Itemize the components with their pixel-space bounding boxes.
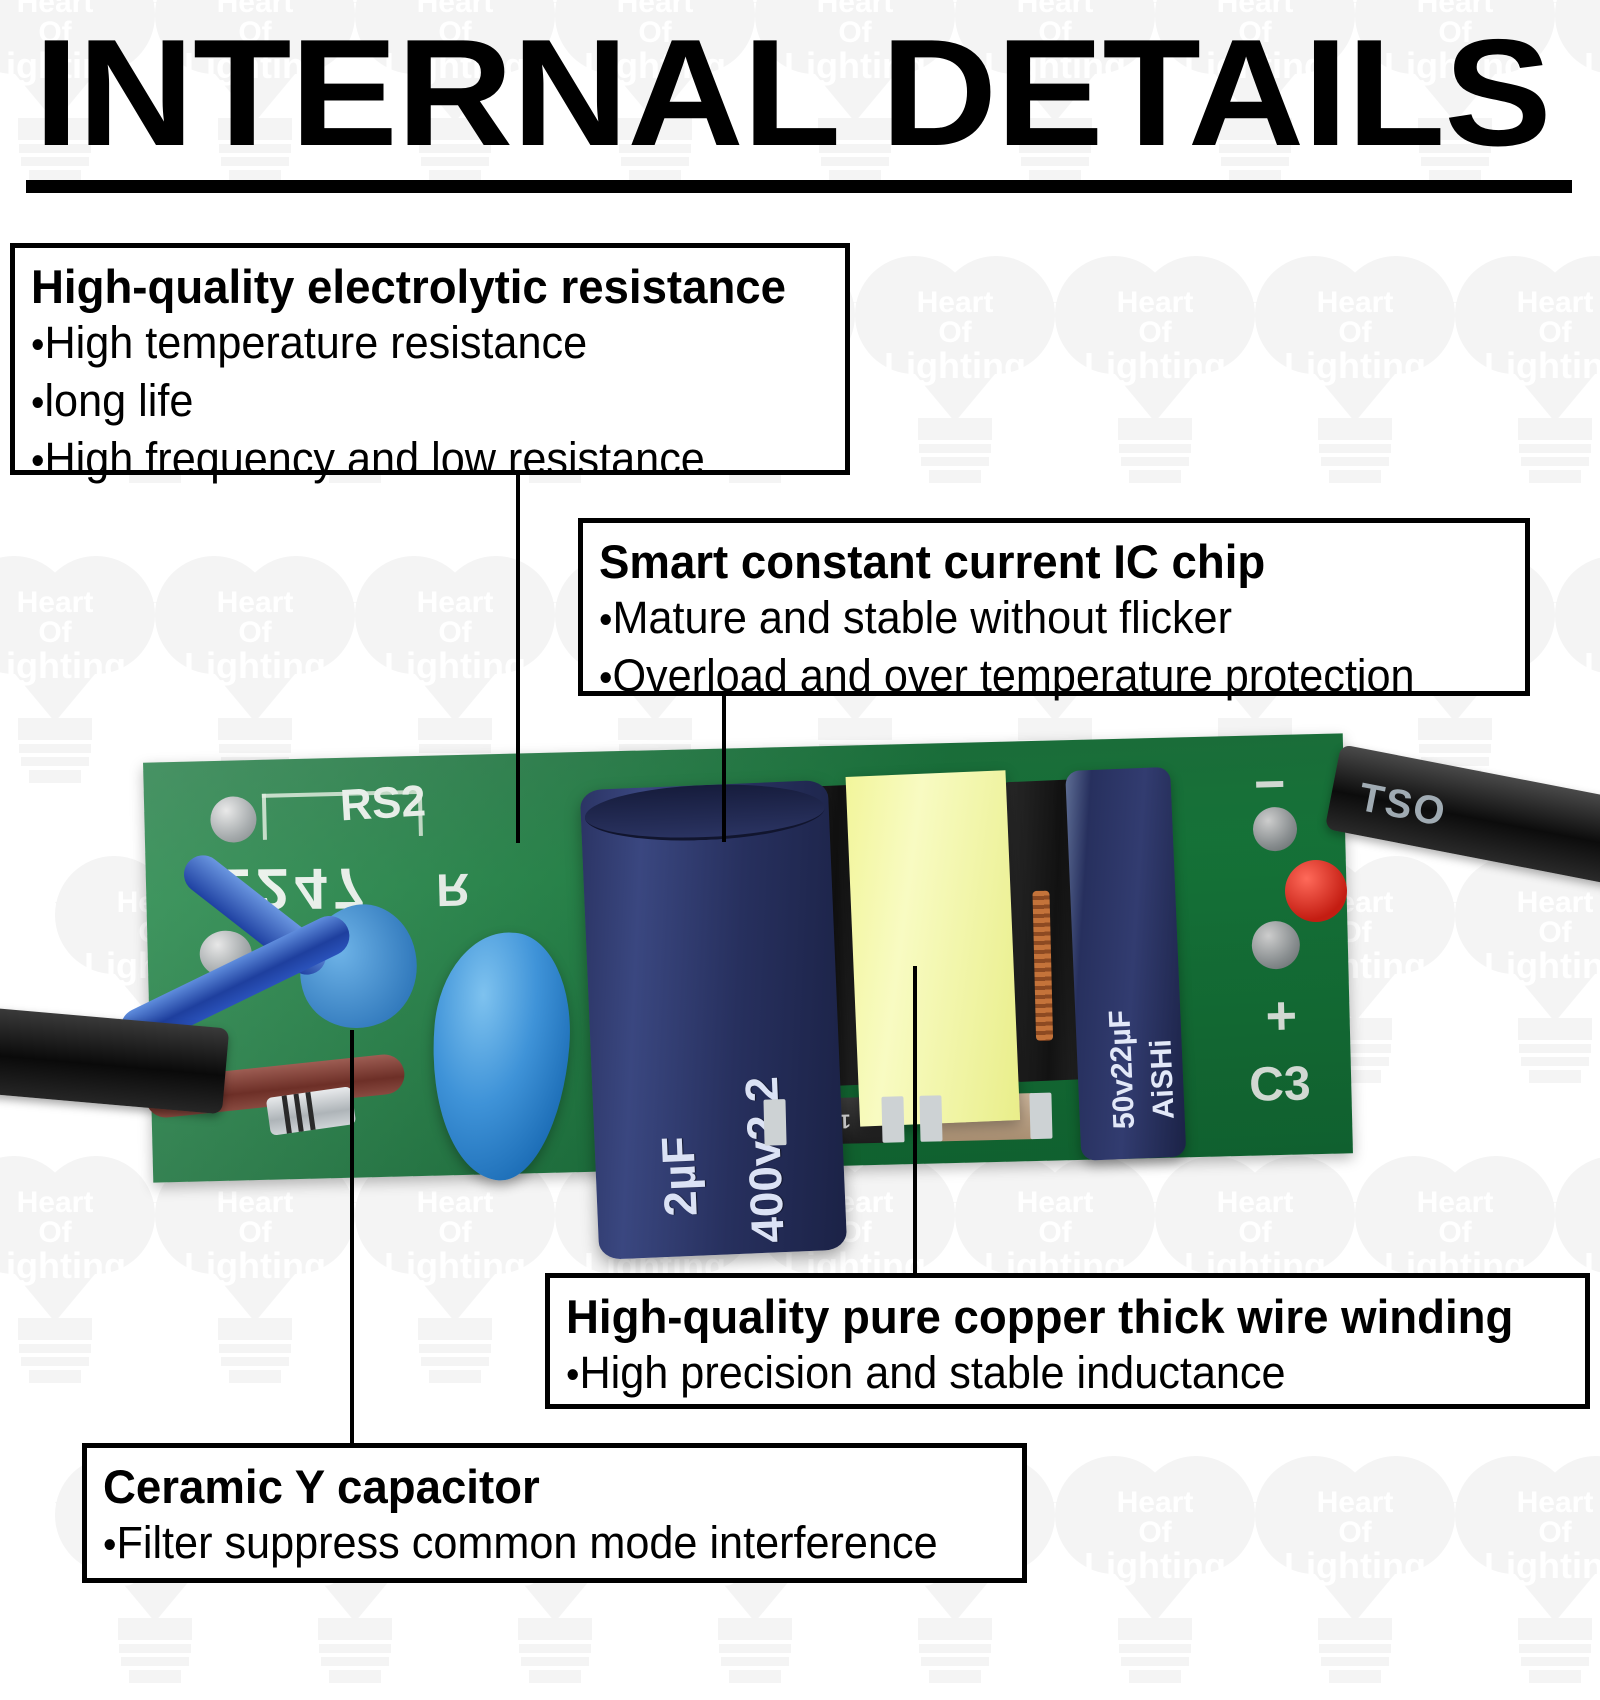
output-cable: TSO [1324, 744, 1600, 890]
heart-bulb-icon [1055, 250, 1255, 425]
red-solder-joint [1285, 860, 1347, 922]
pcb-trace [417, 789, 423, 837]
callout-bullet: •Filter suppress common mode interferenc… [103, 1515, 972, 1573]
output-capacitor-brand: AiSHi [1144, 1038, 1181, 1120]
bullet-text: Overload and over temperature protection [612, 650, 1415, 701]
bullet-dot: • [31, 323, 45, 367]
heart-bulb-icon [1455, 250, 1600, 425]
heart-bulb-icon [1255, 250, 1455, 425]
bullet-dot: • [599, 656, 613, 700]
callout-heading: Ceramic Y capacitor [103, 1460, 540, 1513]
bullet-text: High frequency and low resistance [44, 433, 705, 484]
callout-electrolytic-capacitor: High-quality electrolytic resistance •Hi… [10, 243, 850, 484]
bullet-dot: • [103, 1523, 117, 1567]
output-electrolytic-capacitor: 50v22µF AiSHi [1065, 766, 1187, 1161]
silkscreen-r-label: R [435, 863, 471, 917]
heart-bulb-icon [1555, 0, 1600, 125]
smd-pad [919, 1095, 943, 1142]
callout-bullet: •long life [31, 373, 799, 431]
leader-line-ceramic [350, 1030, 354, 1444]
title-divider [26, 180, 1572, 193]
capacitor-value-uf: 2µF [651, 1135, 707, 1218]
led-driver-pcb-photo: RS2 2247 R CY1 CY2 C3 − + 2µF 400v2.2 [0, 700, 1600, 1260]
output-cable-text: TSO [1355, 775, 1451, 836]
leader-line-winding [913, 966, 917, 1274]
silkscreen-rs2: RS2 [338, 776, 428, 831]
callout-bullet: •High temperature resistance [31, 315, 799, 373]
bullet-text: High temperature resistance [44, 317, 588, 368]
heart-bulb-icon [0, 550, 155, 725]
bullet-text: High precision and stable inductance [579, 1347, 1286, 1398]
bullet-text: Mature and stable without flicker [612, 592, 1232, 643]
callout-heading: High-quality electrolytic resistance [31, 260, 787, 313]
silkscreen-plus: + [1264, 985, 1298, 1047]
bullet-dot: • [566, 1353, 580, 1397]
page-title: INTERNAL DETAILS [34, 8, 1552, 178]
component-band [305, 1091, 316, 1131]
component-band [293, 1093, 304, 1132]
copper-wire-winding [1032, 890, 1054, 1041]
heart-bulb-icon [1255, 1450, 1455, 1625]
callout-ceramic-y-capacitor: Ceramic Y capacitor •Filter suppress com… [82, 1443, 1027, 1583]
callout-bullet: •High frequency and low resistance [31, 431, 799, 489]
smd-pad [1029, 1092, 1053, 1140]
heart-bulb-icon [855, 250, 1055, 425]
heart-bulb-icon [1555, 550, 1600, 725]
callout-copper-winding: High-quality pure copper thick wire wind… [545, 1273, 1590, 1409]
solder-pad-negative [1252, 806, 1298, 852]
silkscreen-minus: − [1253, 753, 1287, 815]
heart-bulb-icon [355, 550, 555, 725]
callout-bullet: •Mature and stable without flicker [599, 590, 1475, 648]
output-capacitor-rating: 50v22µF [1103, 1009, 1142, 1130]
transformer-yellow-tape [845, 770, 1021, 1127]
heart-bulb-icon [1455, 1450, 1600, 1625]
callout-bullet: •High precision and stable inductance [566, 1345, 1531, 1403]
bullet-dot: • [599, 598, 613, 642]
capacitor-top [583, 780, 826, 846]
pcb-trace [261, 793, 267, 840]
bullet-dot: • [31, 439, 45, 483]
solder-pad [209, 795, 258, 844]
solder-pad-positive [1251, 920, 1301, 970]
callout-bullet: •Overload and over temperature protectio… [599, 648, 1475, 706]
bullet-dot: • [31, 381, 45, 425]
silkscreen-c3: C3 [1248, 1057, 1312, 1112]
callout-heading: Smart constant current IC chip [599, 535, 1266, 588]
ceramic-y-capacitor [422, 927, 579, 1186]
component-band [281, 1095, 292, 1134]
callout-ic-chip: Smart constant current IC chip •Mature a… [578, 518, 1530, 701]
smd-pad [881, 1096, 905, 1143]
bullet-text: long life [44, 375, 194, 426]
main-electrolytic-capacitor: 2µF 400v2.2 [579, 779, 848, 1260]
heart-bulb-icon [155, 550, 355, 725]
pcb-trace [261, 789, 422, 798]
heart-bulb-icon [1055, 1450, 1255, 1625]
callout-heading: High-quality pure copper thick wire wind… [566, 1290, 1514, 1343]
smd-pad [763, 1099, 787, 1146]
leader-line-ic-chip [722, 696, 726, 842]
bullet-text: Filter suppress common mode interference [116, 1517, 938, 1568]
leader-line-electrolytic [516, 475, 520, 843]
